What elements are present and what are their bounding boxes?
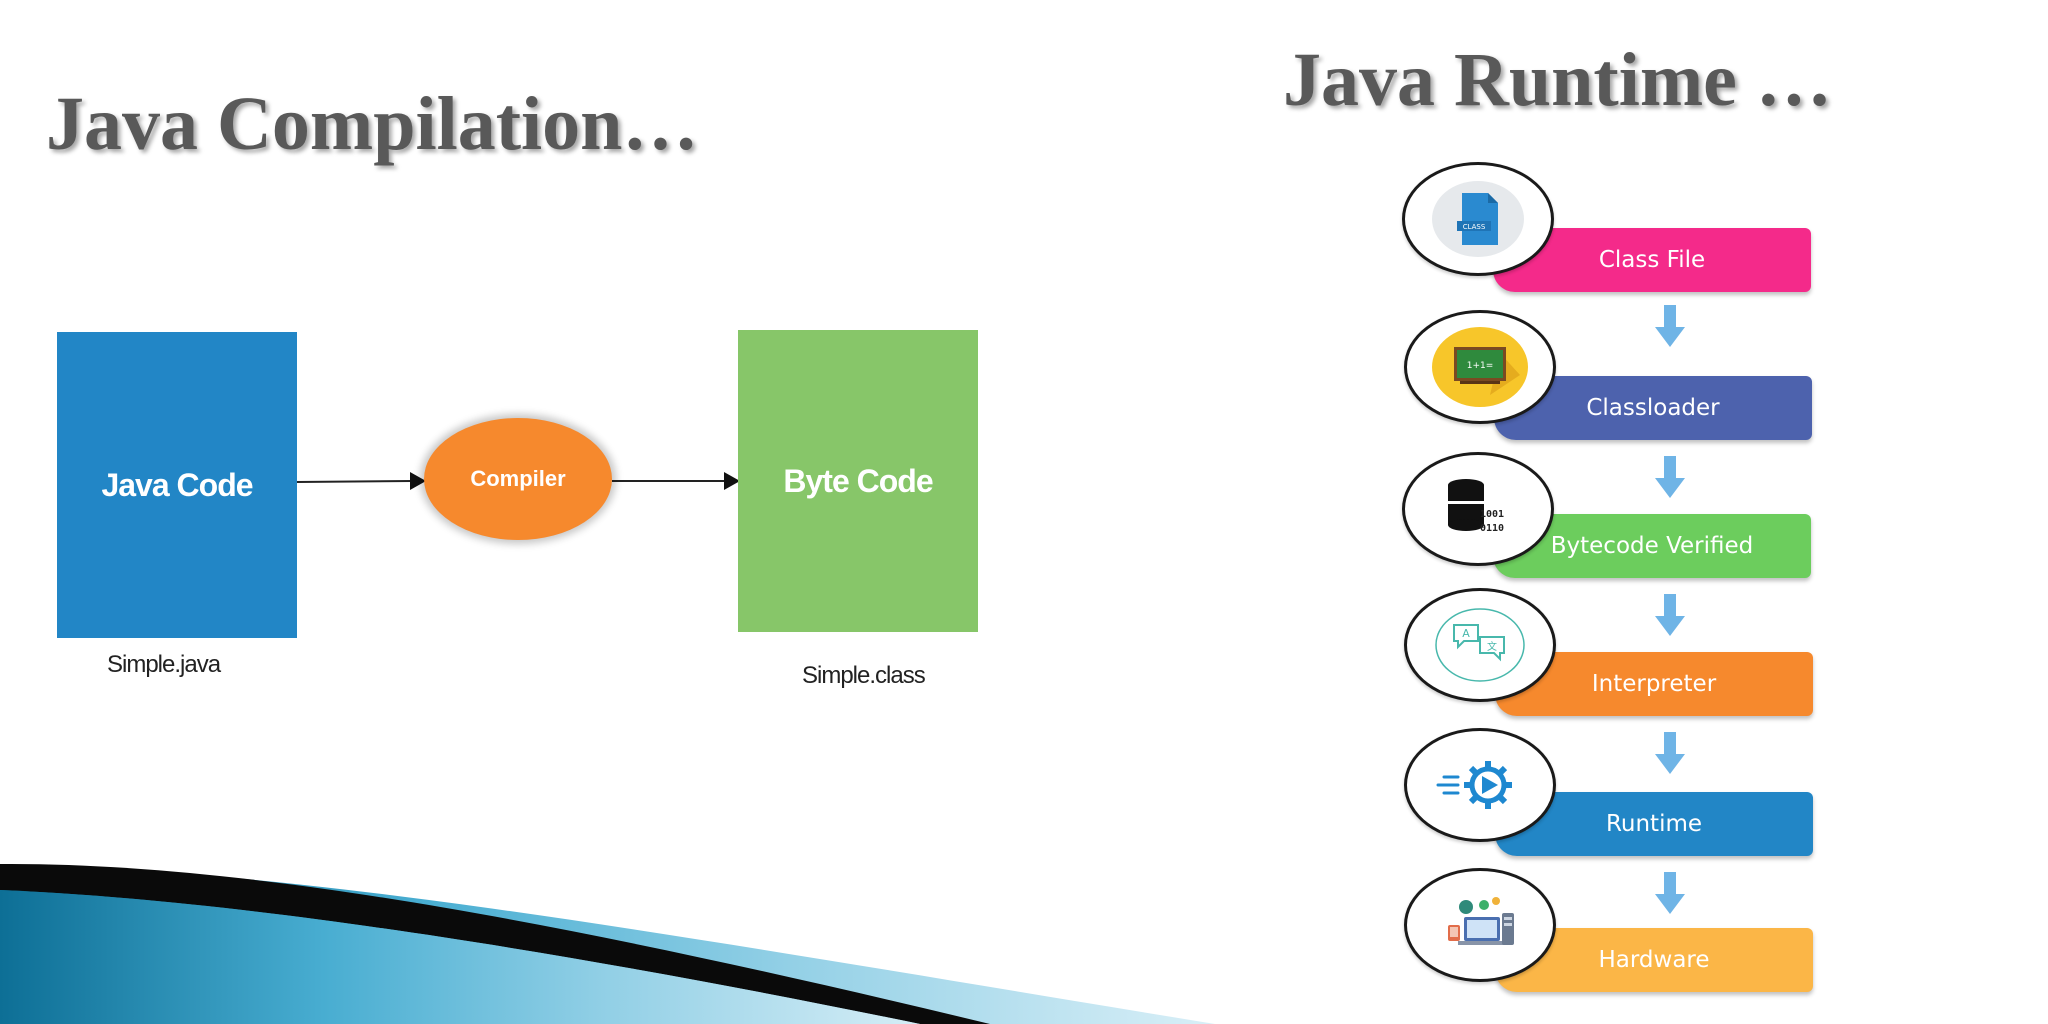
step-bytecode-verified: Bytecode Verified bbox=[1493, 514, 1811, 578]
gear-play-icon bbox=[1436, 761, 1512, 809]
down-arrow-icon bbox=[1655, 872, 1685, 914]
compiler-node: Compiler bbox=[424, 418, 612, 540]
svg-text:文: 文 bbox=[1487, 640, 1497, 653]
chalkboard-icon: 1+1= bbox=[1432, 327, 1528, 407]
down-arrow-icon bbox=[1655, 305, 1685, 347]
byte-code-box: Byte Code bbox=[738, 330, 978, 632]
binary-database-icon: 1001 0110 bbox=[1448, 479, 1504, 534]
hardware-devices-icon bbox=[1448, 897, 1514, 945]
chalkboard-icon-text: 1+1= bbox=[1467, 361, 1494, 371]
runtime-title: Java Runtime … bbox=[1283, 38, 1832, 122]
down-arrow-icon bbox=[1655, 732, 1685, 774]
java-code-box: Java Code bbox=[57, 332, 297, 638]
arrowhead-compiler bbox=[410, 472, 426, 490]
svg-text:0110: 0110 bbox=[1480, 523, 1504, 534]
down-arrow-icon bbox=[1655, 456, 1685, 498]
source-file-label: Simple.java bbox=[107, 651, 221, 678]
step-icon-circle: CLASS bbox=[1402, 162, 1554, 276]
arrow-java-to-compiler bbox=[296, 480, 413, 483]
down-arrow-icon bbox=[1655, 594, 1685, 636]
step-icon-circle bbox=[1404, 868, 1556, 982]
class-file-icon: CLASS bbox=[1432, 181, 1524, 257]
step-icon-circle: 1+1= bbox=[1404, 310, 1556, 424]
step-icon-circle: A 文 bbox=[1404, 588, 1556, 702]
step-icon-circle: 1001 0110 bbox=[1402, 452, 1554, 566]
class-file-icon-text: CLASS bbox=[1463, 223, 1486, 231]
svg-text:1001: 1001 bbox=[1480, 509, 1504, 520]
translation-chat-icon: A 文 bbox=[1435, 608, 1525, 682]
svg-text:A: A bbox=[1462, 627, 1470, 640]
arrowhead-bytecode bbox=[724, 472, 740, 490]
step-icon-circle bbox=[1404, 728, 1556, 842]
compilation-title: Java Compilation… bbox=[46, 82, 699, 166]
output-file-label: Simple.class bbox=[802, 662, 926, 689]
